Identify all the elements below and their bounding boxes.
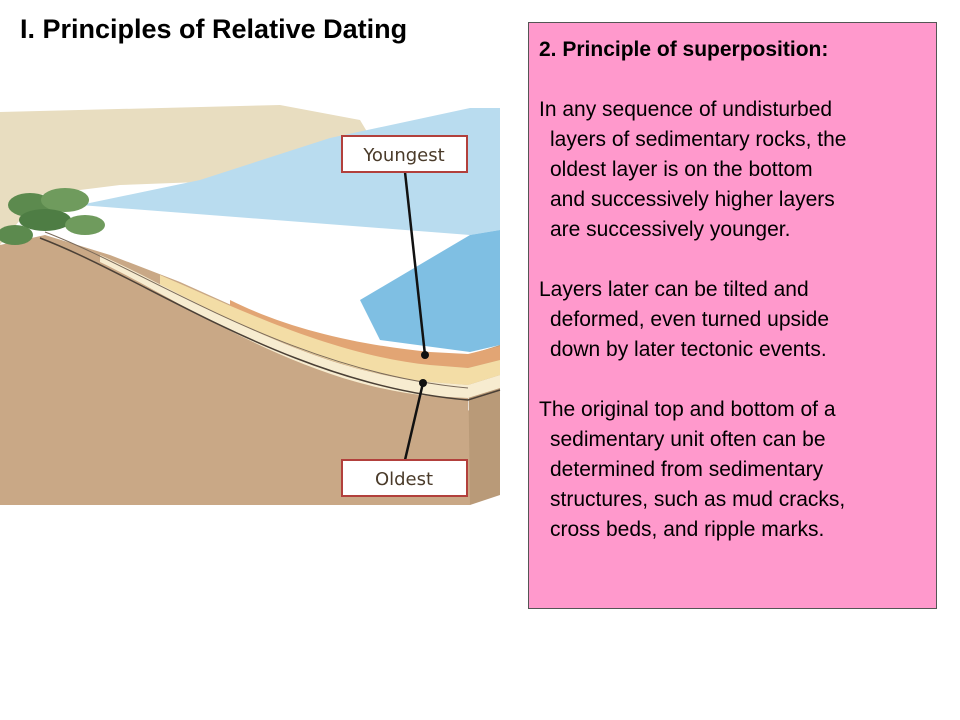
paragraph-line: down by later tectonic events.	[550, 338, 827, 361]
label-box-oldest	[341, 459, 468, 497]
paragraph-structures: The original top and bottom of a sedimen…	[539, 395, 926, 545]
spacer	[539, 365, 926, 395]
paragraph-line: are successively younger.	[550, 218, 791, 241]
info-heading: 2. Principle of superposition:	[539, 38, 829, 61]
slide-title: I. Principles of Relative Dating	[20, 14, 408, 44]
paragraph-deformation: Layers later can be tilted and deformed,…	[539, 275, 926, 365]
label-box-youngest	[341, 135, 468, 173]
paragraph-line: In any sequence of undisturbed	[539, 98, 833, 121]
paragraph-line: sedimentary unit often can be	[550, 428, 826, 451]
land-surface	[0, 105, 372, 245]
callout-line-youngest	[403, 171, 427, 356]
spacer	[539, 65, 926, 95]
paragraph-line: layers of sedimentary rocks, the	[550, 128, 847, 151]
spacer	[539, 245, 926, 275]
paragraph-line: and successively higher layers	[550, 188, 835, 211]
vegetation	[0, 188, 105, 245]
callout-dot-oldest	[419, 379, 427, 387]
callout-line-oldest	[403, 382, 425, 461]
paragraph-line: oldest layer is on the bottom	[550, 158, 813, 181]
water-front	[360, 230, 500, 352]
layer-boundary	[39, 237, 501, 401]
paragraph-line: Layers later can be tilted and	[539, 278, 809, 301]
paragraph-line: determined from sedimentary	[550, 458, 824, 481]
paragraph-line: structures, such as mud cracks,	[550, 488, 846, 511]
layer-boundary	[44, 231, 469, 389]
callout-dot-youngest	[421, 351, 429, 359]
paragraph-line: cross beds, and ripple marks.	[550, 518, 825, 541]
paragraph-superposition: In any sequence of undisturbed layers of…	[539, 95, 926, 245]
paragraph-line: The original top and bottom of a	[539, 398, 836, 421]
info-box: 2. Principle of superposition: In any se…	[528, 22, 937, 609]
paragraph-line: deformed, even turned upside	[550, 308, 830, 331]
label-oldest: Oldest	[375, 469, 433, 490]
ground-body	[0, 235, 470, 505]
superposition-diagram: Youngest Oldest	[0, 105, 501, 505]
layer-middle	[160, 275, 500, 385]
label-youngest: Youngest	[362, 145, 444, 166]
